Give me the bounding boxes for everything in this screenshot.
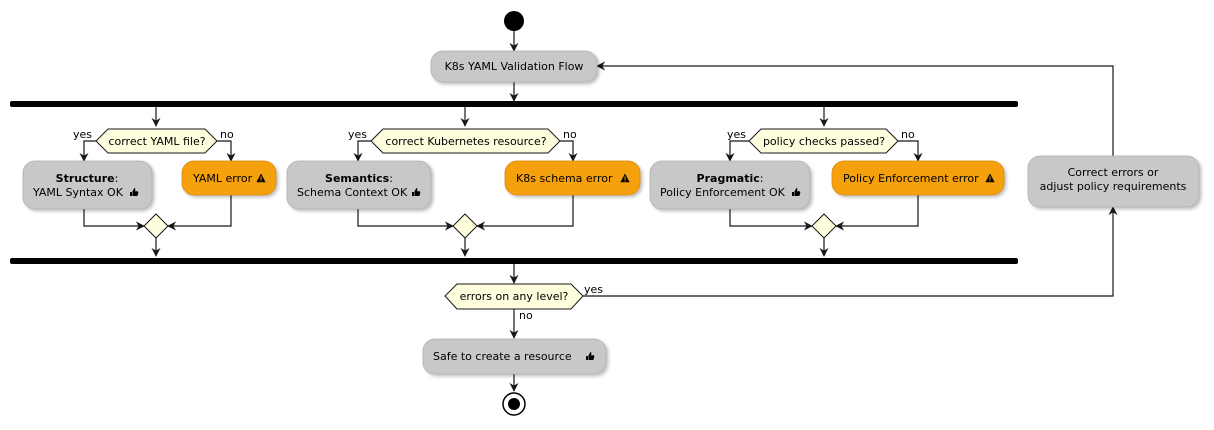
edge-b3-err-merge xyxy=(835,195,919,231)
d2-no-label: no xyxy=(563,128,577,141)
edge-d2-no xyxy=(560,140,578,162)
d1-no-label: no xyxy=(220,128,234,141)
edge-d1-no xyxy=(217,140,236,162)
pragmatic-detail: Policy Enforcement OK xyxy=(660,186,786,199)
svg-text:Pragmatic:: Pragmatic: xyxy=(697,172,764,185)
correction-line2: adjust policy requirements xyxy=(1040,180,1187,193)
svg-text:correct Kubernetes resource?: correct Kubernetes resource? xyxy=(385,135,546,148)
action-policy-enforcement-error: Policy Enforcement error xyxy=(831,160,1005,196)
action-structure-ok: Structure: YAML Syntax OK xyxy=(22,160,153,210)
structure-detail: YAML Syntax OK xyxy=(32,186,124,199)
yaml-error-text: YAML error xyxy=(192,172,253,185)
semantics-detail: Schema Context OK xyxy=(297,186,408,199)
edge-b1-err-merge xyxy=(167,195,232,231)
d3-no-label: no xyxy=(901,128,915,141)
svg-text:Structure:: Structure: xyxy=(56,172,119,185)
edge-d3-yes xyxy=(725,140,749,162)
pragmatic-heading: Pragmatic xyxy=(697,172,760,185)
action-k8s-schema-error: K8s schema error xyxy=(504,160,641,196)
d3-yes-label: yes xyxy=(727,128,746,141)
svg-text:correct YAML file?: correct YAML file? xyxy=(108,135,205,148)
flow-title-node: K8s YAML Validation Flow xyxy=(430,50,598,83)
branch-semantics: correct Kubernetes resource? yes no Sema… xyxy=(286,128,641,239)
svg-text:Semantics:: Semantics: xyxy=(325,172,393,185)
correction-line1: Correct errors or xyxy=(1068,166,1159,179)
final-yes-label: yes xyxy=(584,283,603,296)
decision-yaml-file: correct YAML file? xyxy=(95,128,218,154)
action-correct-errors: Correct errors or adjust policy requirem… xyxy=(1027,155,1200,208)
k8s-schema-error-text: K8s schema error xyxy=(516,172,613,185)
decision-kubernetes-resource: correct Kubernetes resource? xyxy=(370,128,561,154)
edge-b3-ok-merge xyxy=(729,209,813,231)
merge-diamond-2 xyxy=(452,213,478,239)
action-yaml-error: YAML error xyxy=(181,160,277,196)
edge-correction-loop xyxy=(596,61,1114,156)
structure-heading: Structure xyxy=(56,172,115,185)
edge-d1-yes xyxy=(79,140,96,162)
fork-bar xyxy=(10,101,1018,107)
edge-final-yes xyxy=(583,206,1118,297)
connectors xyxy=(79,31,1118,392)
semantics-heading: Semantics xyxy=(325,172,390,185)
edge-b2-err-merge xyxy=(476,195,574,231)
join-bar xyxy=(10,258,1018,264)
branch-pragmatic: policy checks passed? yes no Pragmatic: … xyxy=(649,128,1005,239)
merge-diamond-3 xyxy=(811,213,837,239)
action-semantics-ok: Semantics: Schema Context OK xyxy=(286,160,432,210)
d1-yes-label: yes xyxy=(73,128,92,141)
start-node xyxy=(504,11,524,31)
edge-d2-yes xyxy=(353,140,371,162)
branch-structure: correct YAML file? yes no Structure: YAM… xyxy=(22,128,277,239)
action-pragmatic-ok: Pragmatic: Policy Enforcement OK xyxy=(649,160,811,210)
flow-title: K8s YAML Validation Flow xyxy=(445,60,584,73)
edge-b2-ok-merge xyxy=(357,209,454,231)
end-node xyxy=(502,392,526,416)
svg-text:errors on any level?: errors on any level? xyxy=(460,290,569,303)
safe-text: Safe to create a resource xyxy=(433,350,572,363)
action-safe-to-create: Safe to create a resource xyxy=(422,338,607,375)
svg-text:policy checks passed?: policy checks passed? xyxy=(763,135,885,148)
edge-d3-no xyxy=(898,140,923,162)
final-no-label: no xyxy=(519,309,533,322)
policy-error-text: Policy Enforcement error xyxy=(843,172,979,185)
d2-yes-label: yes xyxy=(348,128,367,141)
merge-diamond-1 xyxy=(143,213,169,239)
edge-b1-ok-merge xyxy=(83,209,145,231)
decision-policy-checks: policy checks passed? xyxy=(748,128,899,154)
decision-errors-any-level: errors on any level? xyxy=(444,283,584,310)
